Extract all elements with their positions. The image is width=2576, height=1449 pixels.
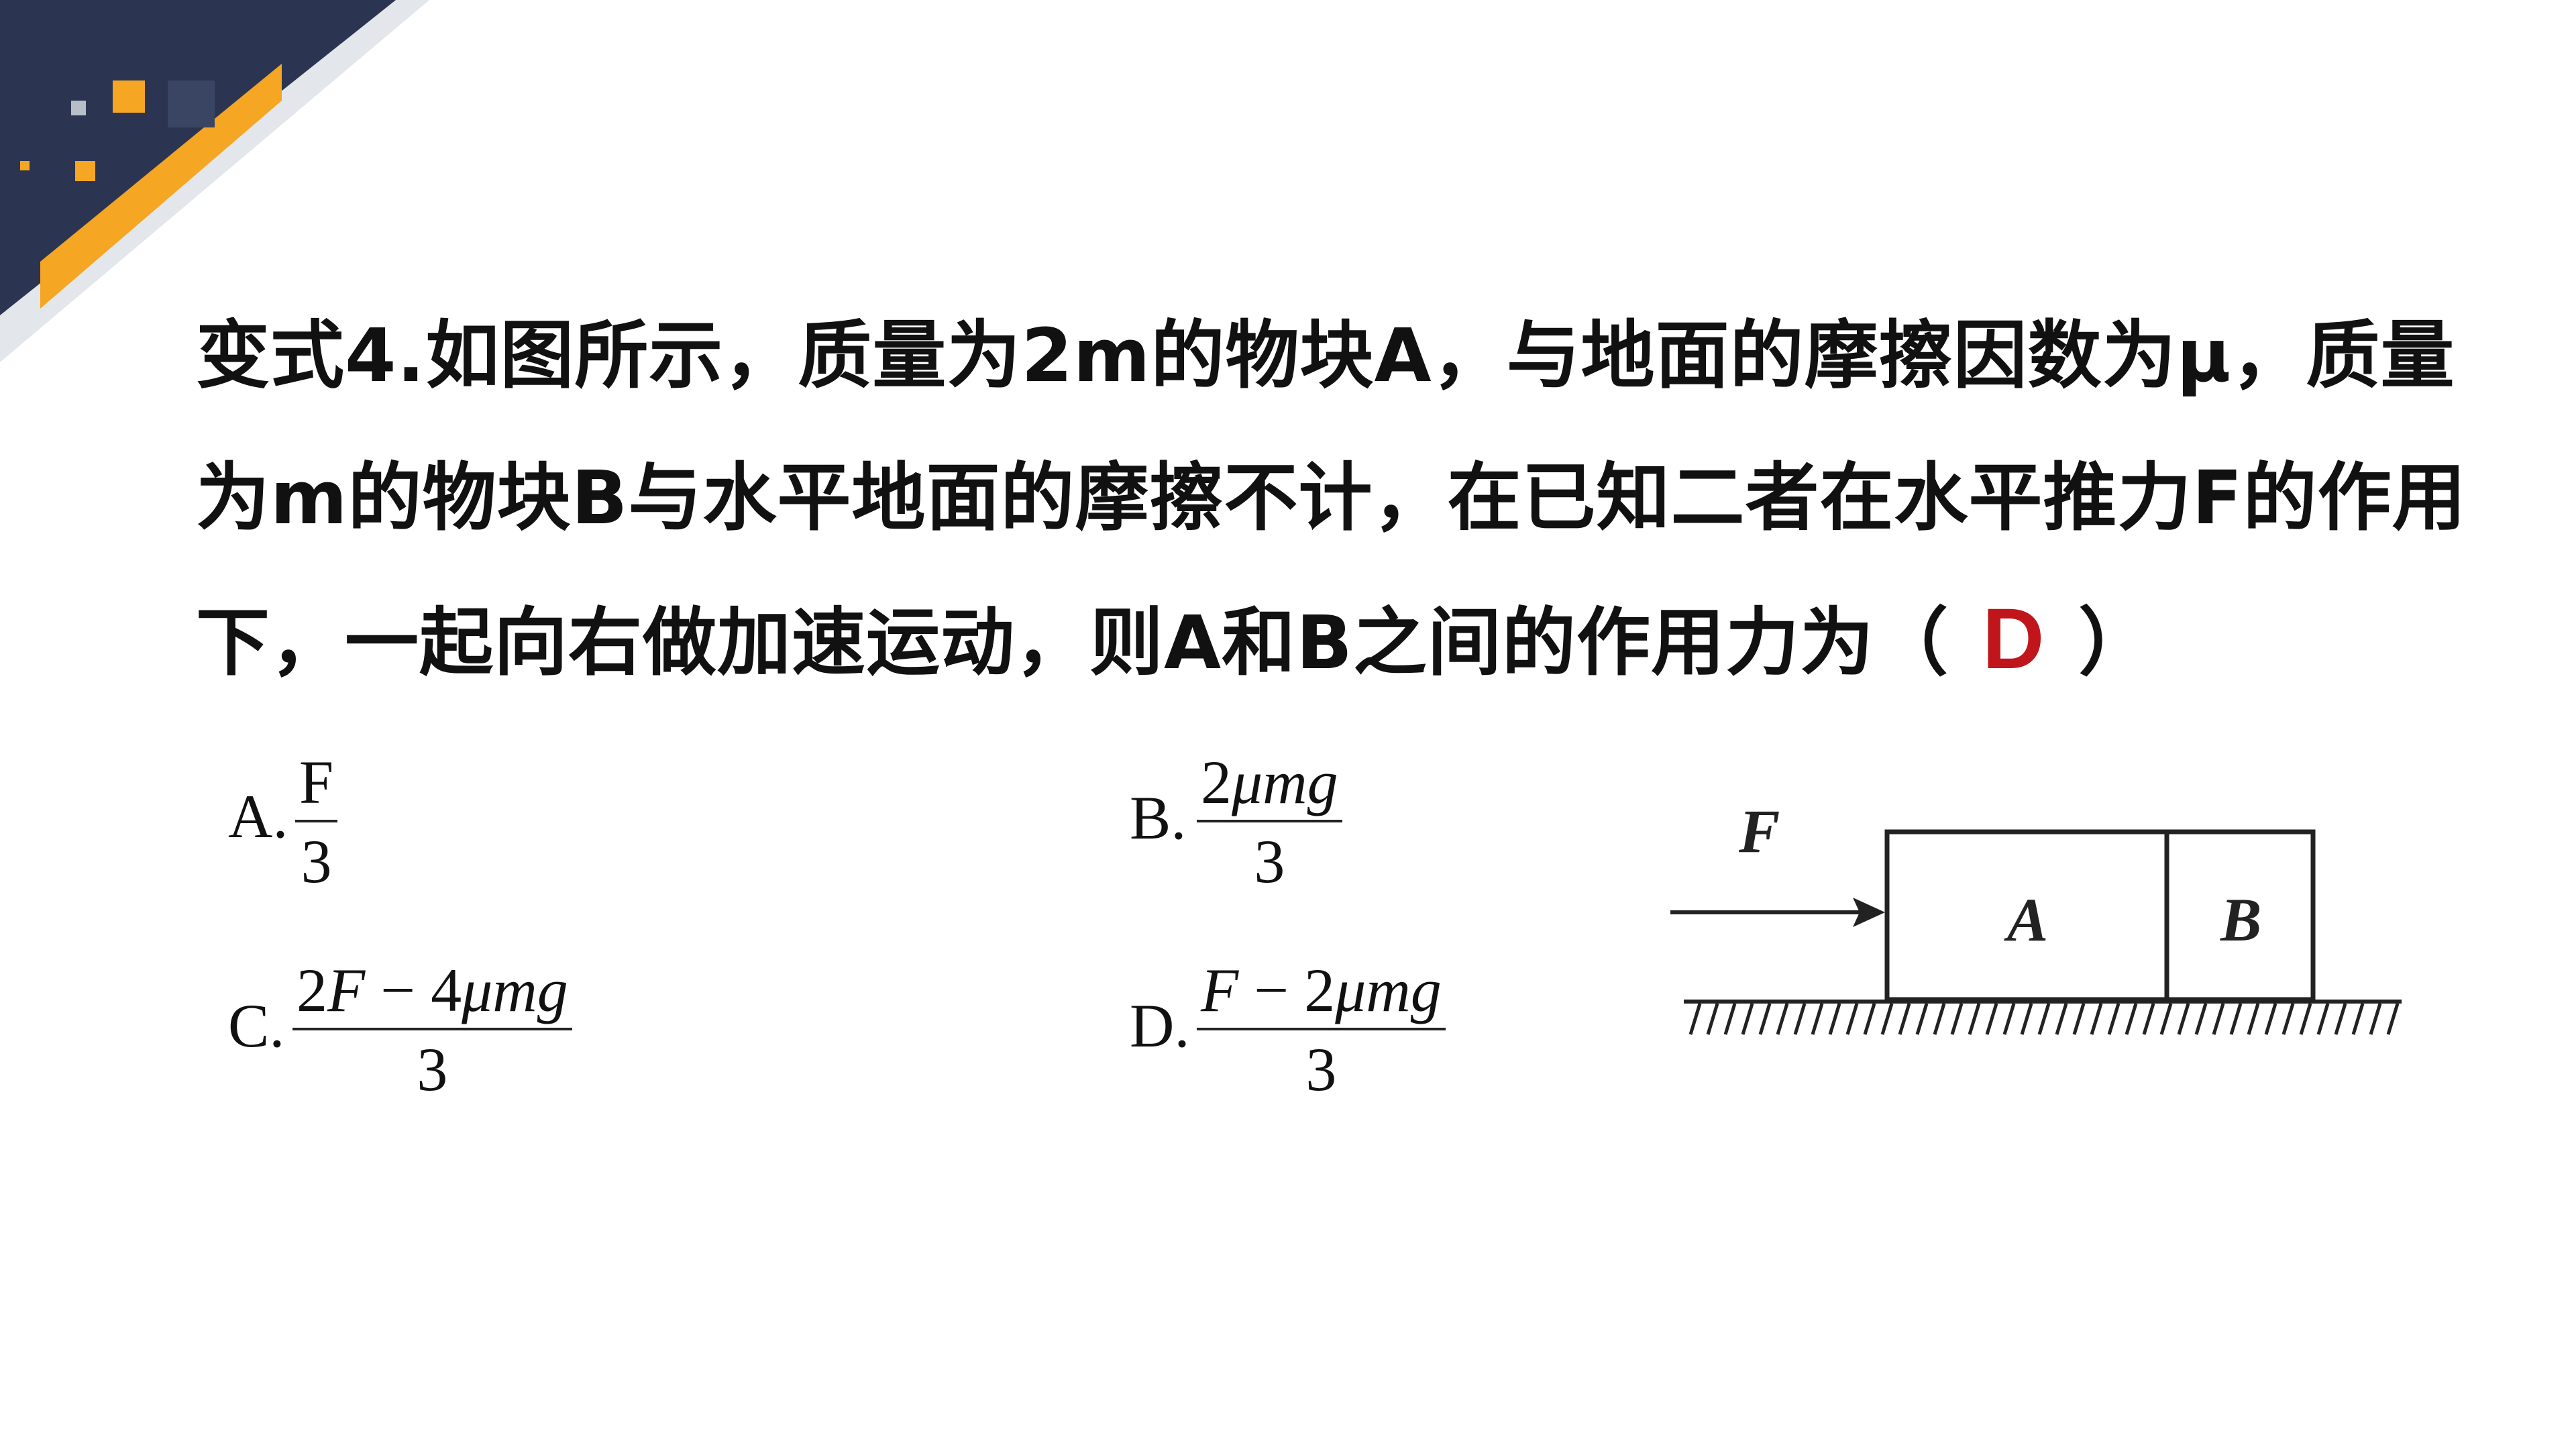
- option-b-label: B.: [1130, 784, 1187, 852]
- hatch-mark: [2090, 1003, 2103, 1035]
- hatch-mark: [2142, 1003, 2155, 1035]
- option-d-num-var1: F: [1201, 956, 1239, 1024]
- corner-accent-stripe: [40, 64, 282, 309]
- hatch-mark: [2212, 1003, 2225, 1035]
- option-d-numerator: F − 2μmg: [1197, 959, 1446, 1028]
- hatch-mark: [1758, 1003, 1772, 1035]
- corner-accent-square-1: [113, 80, 145, 113]
- question-line-2: 为m的物块B与水平地面的摩擦不计，在已知二者在水平推力F的作用: [196, 455, 2467, 541]
- option-b-numerator: 2μmg: [1197, 751, 1342, 820]
- corner-accent-square-3: [20, 161, 30, 170]
- option-b-fraction: 2μmg 3: [1197, 751, 1342, 892]
- hatch-mark: [2264, 1003, 2277, 1035]
- hatch-mark: [1811, 1003, 1824, 1035]
- hatch-mark: [2159, 1003, 2173, 1035]
- block-b: [2164, 829, 2316, 1002]
- hatch-mark: [1898, 1003, 1911, 1035]
- hatch-mark: [1828, 1003, 1841, 1035]
- answer-mark: D: [1982, 591, 2045, 687]
- hatch-mark: [1985, 1003, 1998, 1035]
- question-line-3-text: 下，一起向右做加速运动，则A和B之间的作用力为（: [196, 600, 1949, 686]
- hatch-mark: [2037, 1003, 2051, 1035]
- hatch-mark: [2299, 1003, 2312, 1035]
- option-a-fraction: F 3: [295, 748, 338, 896]
- hatch-mark: [2177, 1003, 2190, 1035]
- option-b-num-var: μmg: [1232, 748, 1338, 816]
- fraction-bar: [292, 1028, 572, 1030]
- question-line-3-close: ）: [2078, 600, 2153, 686]
- option-d-fraction: F − 2μmg 3: [1197, 959, 1446, 1100]
- corner-decoration: [0, 0, 429, 362]
- option-a-numerator: F: [299, 748, 334, 816]
- option-c-denominator: 3: [417, 1035, 448, 1104]
- hatch-mark: [1706, 1003, 1719, 1035]
- fraction-bar: [295, 820, 338, 822]
- force-label: F: [1738, 797, 1780, 865]
- option-c-num-coef: 2: [297, 956, 327, 1024]
- option-c-numerator: 2F − 4μmg: [292, 959, 572, 1028]
- hatch-mark: [1880, 1003, 1894, 1035]
- question-line-1: 变式4.如图所示，质量为2m的物块A，与地面的摩擦因数为μ，质量: [196, 313, 2455, 398]
- hatch-mark: [1776, 1003, 1789, 1035]
- option-d-num-var2: μmg: [1335, 956, 1442, 1024]
- hatch-mark: [2002, 1003, 2016, 1035]
- option-d-num-op: − 2: [1238, 956, 1336, 1024]
- force-arrow-head: [1853, 898, 1885, 927]
- hatch-mark: [1688, 1003, 1702, 1035]
- fraction-bar: [1197, 1028, 1446, 1030]
- option-c-label: C.: [228, 991, 285, 1060]
- hatch-mark: [2055, 1003, 2068, 1035]
- option-c-num-var1: F: [327, 956, 366, 1024]
- hatch-mark: [2386, 1003, 2400, 1035]
- hatch-mark: [2247, 1003, 2260, 1035]
- hatch-mark: [1793, 1003, 1807, 1035]
- hatch-mark: [2316, 1003, 2330, 1035]
- block-a-label: A: [2004, 885, 2048, 954]
- hatch-mark: [1950, 1003, 1964, 1035]
- ground-hatching: [1688, 1003, 2400, 1035]
- corner-dark-square-1: [168, 80, 215, 127]
- option-d-label: D.: [1130, 991, 1190, 1060]
- hatch-mark: [1968, 1003, 1981, 1035]
- hatch-mark: [2125, 1003, 2138, 1035]
- hatch-mark: [2369, 1003, 2382, 1035]
- corner-gray-square-1: [71, 101, 86, 115]
- hatch-mark: [2282, 1003, 2295, 1035]
- option-d-denominator: 3: [1305, 1035, 1337, 1104]
- hatch-mark: [1915, 1003, 1929, 1035]
- hatch-mark: [2107, 1003, 2121, 1035]
- question-line-3: 下，一起向右做加速运动，则A和B之间的作用力为（ D ）: [196, 582, 2153, 690]
- option-c-num-var2: μmg: [462, 956, 568, 1024]
- hatch-mark: [1845, 1003, 1859, 1035]
- hatch-mark: [2229, 1003, 2243, 1035]
- option-c-fraction: 2F − 4μmg 3: [292, 959, 572, 1100]
- blocks-diagram: F A B: [1670, 797, 2402, 1035]
- hatch-mark: [1863, 1003, 1876, 1035]
- block-b-label: B: [2220, 885, 2261, 954]
- hatch-mark: [2351, 1003, 2365, 1035]
- option-b-denominator: 3: [1254, 827, 1285, 896]
- corner-accent-square-2: [75, 161, 95, 181]
- option-b-num-coef: 2: [1201, 748, 1232, 816]
- option-c-num-op: − 4: [365, 956, 462, 1024]
- hatch-mark: [2072, 1003, 2086, 1035]
- option-a-denominator: 3: [301, 827, 332, 896]
- hatch-mark: [2334, 1003, 2347, 1035]
- hatch-mark: [2020, 1003, 2033, 1035]
- option-a-label: A.: [228, 782, 288, 851]
- hatch-mark: [1741, 1003, 1754, 1035]
- hatch-mark: [2194, 1003, 2208, 1035]
- hatch-mark: [1723, 1003, 1737, 1035]
- fraction-bar: [1197, 820, 1342, 822]
- hatch-mark: [1933, 1003, 1946, 1035]
